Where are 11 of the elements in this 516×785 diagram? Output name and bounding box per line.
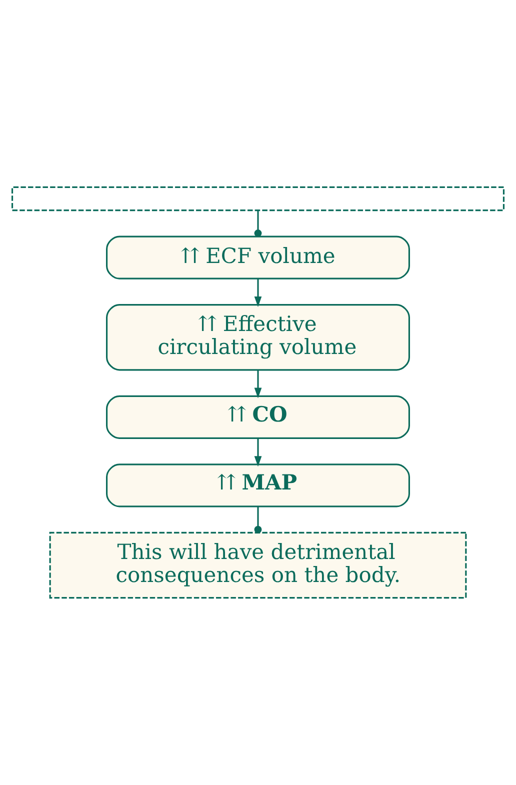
arrow (254, 278, 262, 307)
arrow (254, 438, 262, 467)
node-box: This will have detrimental consequences on the body. (49, 532, 467, 599)
node-box (11, 186, 505, 212)
node-box: ⇈ Effective circulating volume (106, 304, 410, 371)
node-box: ⇈ MAP (106, 464, 410, 508)
connector (254, 210, 262, 237)
node-box: ⇈ ECF volume (106, 236, 410, 280)
node-box: ⇈ CO (106, 395, 410, 439)
arrow (254, 370, 262, 398)
connector (254, 506, 262, 534)
